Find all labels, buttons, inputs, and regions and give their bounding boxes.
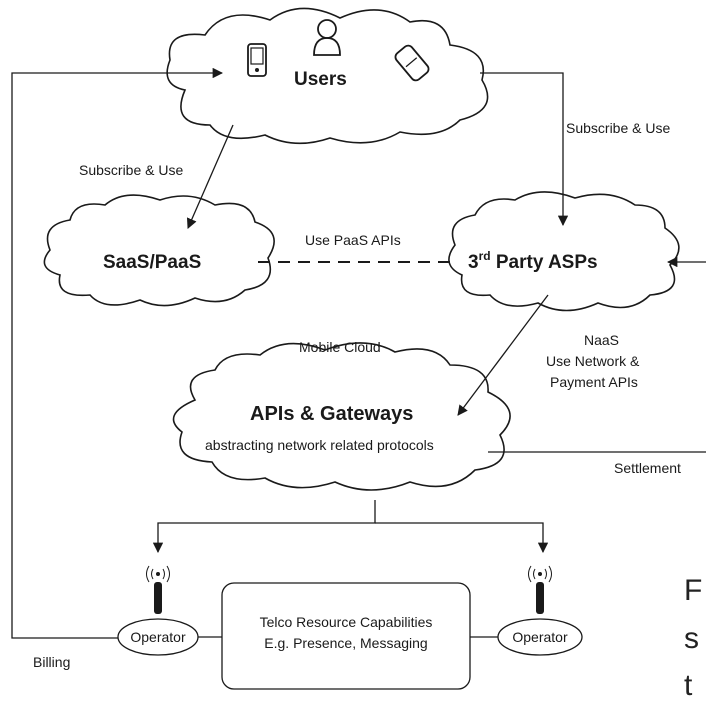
apis-to-operators-line [152,500,376,554]
saas-title: SaaS/PaaS [103,252,201,273]
telco-line-1: Telco Resource Capabilities [260,614,433,630]
flip-phone-icon [394,44,430,82]
users-to-saas-line [186,124,234,229]
subscribe-right-label: Subscribe & Use [566,120,670,136]
user-icon [313,19,341,56]
naas-label: NaaS [584,332,619,348]
operator-left-label: Operator [130,629,186,645]
telco-box [221,582,471,690]
cutoff-text-1: F [684,574,702,607]
billing-label: Billing [33,654,70,670]
naas-network-label: Use Network & [546,353,640,369]
use-paas-label: Use PaaS APIs [305,232,401,248]
apis-title: APIs & Gateways [250,403,413,425]
asps-title-num: 3 [468,252,479,273]
subscribe-left-label: Subscribe & Use [79,162,183,178]
pda-phone-icon [247,43,267,77]
to-right-operator-line [375,522,549,554]
asps-title-rest: Party ASPs [491,252,598,273]
cutoff-text-3: t [684,669,693,702]
mobile-cloud-label: Mobile Cloud [299,339,381,355]
naas-payment-label: Payment APIs [550,374,638,390]
operator-right-label: Operator [512,629,568,645]
antenna-right-icon [528,565,552,614]
apis-cloud [172,342,511,491]
users-cloud [166,7,489,145]
apis-subtitle: abstracting network related protocols [205,437,434,453]
asps-to-apis-line [457,294,549,416]
asps-title-sup: rd [479,249,491,263]
billing-line [11,67,224,639]
users-to-asps-line [480,72,569,227]
operator-right-node [497,618,583,656]
cutoff-text-2: s [684,622,699,655]
users-title: Users [294,69,347,90]
asps-title: 3rd Party ASPs [468,249,598,273]
antenna-left-icon [146,565,170,614]
settlement-label: Settlement [614,460,681,476]
telco-line-2: E.g. Presence, Messaging [264,635,427,651]
saas-cloud [43,194,275,307]
operator-left-node [117,618,199,656]
